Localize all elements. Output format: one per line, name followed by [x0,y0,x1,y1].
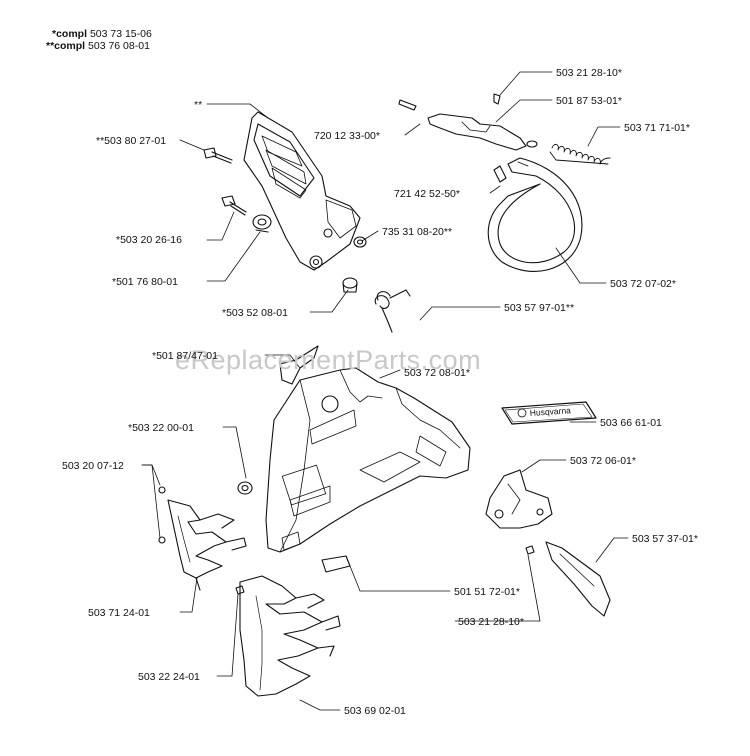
husqvarna-decal: Husqvarna [501,401,597,425]
torsion-spring [374,289,411,333]
decal-brand-text: Husqvarna [529,405,571,418]
part-label: ** [194,99,203,111]
part-label: 720 12 33-00* [314,130,380,142]
leader-line [404,123,421,136]
header-line-1: *compl 503 73 15-06 [52,28,152,40]
leader-line [595,537,629,563]
nut [252,214,272,233]
chain-brake-handle [243,111,361,271]
spacer [342,277,358,293]
part-label: 503 72 08-01* [404,367,470,379]
part-label: 503 66 61-01 [600,417,662,429]
leader-line [141,464,161,539]
part-label: 503 57 37-01* [632,533,698,545]
leader-line [361,230,379,242]
clutch-cover [265,367,471,553]
part-label: 501 51 72-01* [454,586,520,598]
screw [203,147,233,164]
spike-bumper-inner [158,486,247,591]
compl-number: 503 76 08-01 [88,40,150,52]
part-label: 501 87 53-01* [556,95,622,107]
part-label: 503 20 07-12 [62,460,124,472]
leader-lines [141,71,629,711]
part-label: *503 52 08-01 [222,307,288,319]
leader-line [454,554,541,622]
rubber-buffer [321,555,351,573]
screw [221,195,247,216]
spike-bumper-outer [239,575,341,697]
leader-line [555,247,607,284]
leader-line [179,139,205,151]
leader-line [489,185,501,194]
compl-number: 503 73 15-06 [89,28,152,40]
leader-line [499,71,553,96]
screw [525,545,535,555]
pin [493,165,507,183]
part-label: 503 71 24-01 [88,607,150,619]
leader-line [495,99,553,123]
washer [237,481,253,495]
brake-spring [549,143,611,165]
clip [279,345,319,385]
leader-line [206,211,235,241]
part-label: *503 20 26-16 [116,234,182,246]
part-label: 503 72 07-02* [610,278,676,290]
brake-band [487,157,583,272]
part-label: *503 22 00-01 [128,422,194,434]
leader-line [349,565,451,592]
chain-catcher-bracket [485,469,553,529]
leader-line [299,699,341,711]
leader-line [206,231,261,282]
part-label: 503 71 71-01* [624,122,690,134]
compl-prefix: **compl [46,40,86,52]
part-label: 503 21 28-10* [458,616,524,628]
part-label: *501 76 80-01 [112,276,178,288]
leader-line [264,354,301,369]
part-label: 721 42 52-50* [394,188,460,200]
leader-line [309,289,349,313]
part-label: 503 57 97-01** [504,302,575,314]
part-label: 503 21 28-10* [556,67,622,79]
washer [353,236,367,248]
part-label: *501 87/47-01 [152,350,218,362]
part-label: 503 72 06-01* [570,455,636,467]
part-label: 503 22 24-01 [138,671,200,683]
part-label: 503 69 02-01 [344,705,406,717]
leader-line [206,103,269,119]
watermark-text: eReplacementParts.com [175,345,482,375]
leader-line [222,426,247,479]
compl-prefix: *compl [52,28,88,40]
header-line-2: **compl 503 76 08-01 [46,40,150,52]
leader-line [216,593,239,677]
leader-line [419,306,501,321]
part-label: **503 80 27-01 [96,135,167,147]
brake-lever [398,93,538,151]
leader-line [179,577,198,613]
guide-plate [545,541,611,617]
leader-line [587,126,621,147]
leader-line [141,464,161,486]
leader-line [379,369,401,379]
leader-line [521,459,567,473]
part-label: 735 31 08-20** [382,226,453,238]
